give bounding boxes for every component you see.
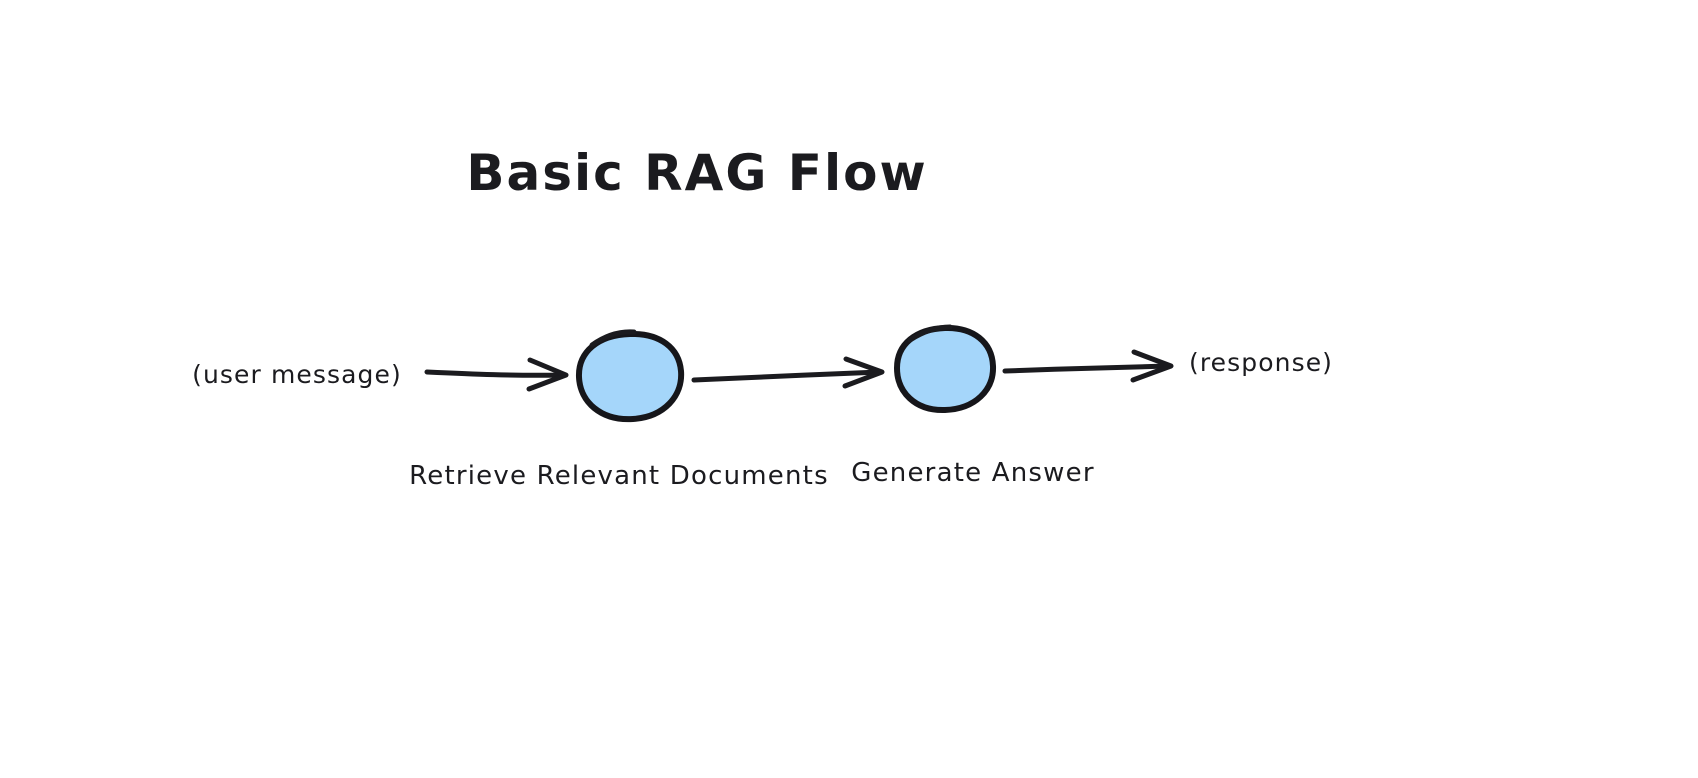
node-shape bbox=[894, 324, 997, 414]
edge-line bbox=[424, 369, 566, 378]
input-label: (user message) bbox=[192, 360, 402, 389]
edge-input-to-retrieve bbox=[424, 357, 569, 392]
arrowhead-icon bbox=[526, 357, 569, 392]
arrowhead-icon bbox=[842, 356, 885, 389]
edge-generate-to-output bbox=[1002, 349, 1174, 383]
node-retrieve-label: Retrieve Relevant Documents bbox=[409, 461, 829, 491]
page-title: Basic RAG Flow bbox=[466, 144, 927, 202]
output-label: (response) bbox=[1189, 348, 1333, 377]
node-sketch-overstroke bbox=[907, 324, 953, 343]
edge-line bbox=[691, 369, 883, 383]
node-retrieve[interactable] bbox=[575, 329, 685, 423]
node-shape bbox=[575, 330, 685, 423]
arrowhead-icon bbox=[1130, 349, 1174, 383]
node-generate[interactable] bbox=[894, 324, 997, 414]
edge-line bbox=[1002, 363, 1171, 374]
node-sketch-overstroke bbox=[589, 329, 637, 348]
node-generate-label: Generate Answer bbox=[851, 458, 1094, 488]
edge-retrieve-to-generate bbox=[691, 356, 885, 389]
